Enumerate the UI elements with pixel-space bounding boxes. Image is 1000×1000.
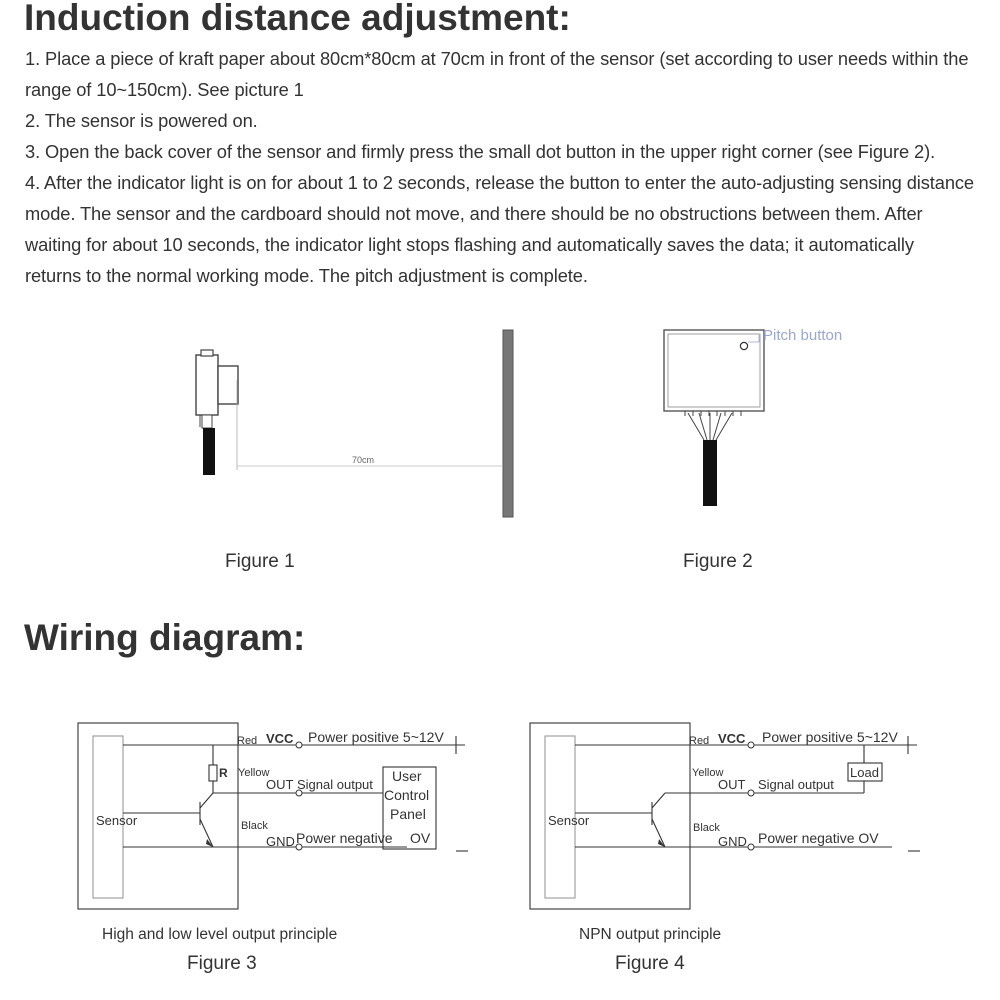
sensor-side-view — [195, 349, 239, 429]
figure-4-circuit: Sensor Red Yellow Black VCC OUT GND Powe… — [529, 722, 920, 910]
sensor-back-cover — [663, 329, 765, 412]
pin-out-label: OUT — [266, 777, 294, 792]
pin-vcc-label: VCC — [266, 731, 294, 746]
pin-gnd-label: GND — [718, 834, 747, 849]
power-negative-label: Power negative OV — [758, 830, 879, 846]
wire-red-label: Red — [689, 735, 709, 747]
signal-output-label: Signal output — [297, 777, 373, 792]
power-negative-label: Power negative — [296, 830, 393, 846]
load-label: Load — [850, 765, 879, 780]
sensor-outer-box — [77, 722, 239, 910]
figure-3-caption: Figure 3 — [187, 953, 257, 974]
sensor-label: Sensor — [548, 813, 590, 828]
wire-yellow-label: Yellow — [692, 767, 723, 779]
resistor — [208, 764, 218, 782]
sensor-inner-box — [544, 735, 576, 899]
panel-label-line-3: Panel — [390, 806, 426, 822]
power-positive-label: Power positive 5~12V — [308, 729, 444, 745]
sensor-inner-box — [92, 735, 124, 899]
step-2: 2. The sensor is powered on. — [25, 110, 258, 131]
power-positive-label: Power positive 5~12V — [762, 729, 898, 745]
wire-red-label: Red — [237, 735, 257, 747]
kraft-paper-board — [502, 329, 514, 518]
step-4: 4. After the indicator light is on for a… — [25, 172, 974, 286]
figure-2-illustration: Pitch button — [663, 327, 842, 506]
figure-4-subtitle: NPN output principle — [579, 926, 722, 943]
sensor-outer-box — [529, 722, 691, 910]
heading-wiring-diagram: Wiring diagram: — [24, 617, 306, 658]
distance-label: 70cm — [352, 455, 374, 465]
figure-3-circuit: Sensor R Red Yellow Black VCC OUT GND Po… — [77, 722, 468, 910]
sensor-cable — [203, 428, 215, 475]
pin-out-label: OUT — [718, 777, 746, 792]
panel-label-line-2: Control — [384, 787, 429, 803]
distance-dimension — [236, 380, 502, 470]
figure-1-caption: Figure 1 — [225, 551, 295, 572]
figure-2-caption: Figure 2 — [683, 551, 753, 572]
figure-1-illustration: 70cm — [195, 329, 514, 518]
user-control-panel-box — [382, 766, 437, 850]
wire-yellow-label: Yellow — [238, 767, 269, 779]
cable-wires — [684, 411, 742, 441]
heading-induction-distance-adjustment: Induction distance adjustment: — [24, 0, 571, 38]
sensor-label: Sensor — [96, 813, 138, 828]
pin-gnd-label: GND — [266, 834, 295, 849]
pitch-button-label: Pitch button — [763, 327, 842, 344]
wire-black-label: Black — [693, 822, 720, 834]
pitch-button-dot — [739, 341, 749, 351]
ov-label: OV — [410, 830, 431, 846]
figure-3-subtitle: High and low level output principle — [102, 926, 338, 943]
load-box — [847, 762, 883, 782]
figure-4-caption: Figure 4 — [615, 953, 685, 974]
step-1: 1. Place a piece of kraft paper about 80… — [25, 48, 969, 100]
wire-black-label: Black — [241, 820, 268, 832]
panel-label-line-1: User — [392, 768, 422, 784]
step-3: 3. Open the back cover of the sensor and… — [25, 141, 936, 162]
adjustment-steps: 1. Place a piece of kraft paper about 80… — [25, 43, 975, 291]
pin-vcc-label: VCC — [718, 731, 746, 746]
sensor-cable — [703, 440, 717, 506]
signal-output-label: Signal output — [758, 777, 834, 792]
resistor-label: R — [219, 766, 228, 780]
